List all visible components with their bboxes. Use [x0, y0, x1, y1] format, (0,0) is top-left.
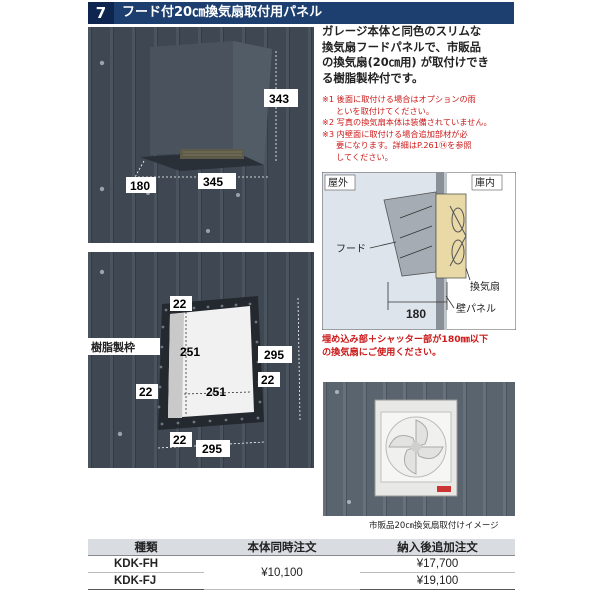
label-inside: 庫内: [475, 176, 495, 189]
note-3: ※3 内壁面に取付ける場合追加部材が必: [322, 128, 468, 139]
dim-top-margin: 22: [173, 297, 187, 311]
note-1: ※1 後面に取付ける場合はオプションの雨: [322, 94, 476, 104]
label-outside: 屋外: [328, 177, 348, 189]
dim-inner-height: 251: [180, 345, 200, 359]
description-line: 換気扇フードパネルで、市販品: [322, 39, 482, 54]
section-title: フード付20㎝換気扇取付用パネル: [122, 5, 323, 20]
price-table: 種類 本体同時注文 納入後追加注文 KDK-FH ¥10,100 ¥17,700…: [88, 539, 515, 590]
notes: ※1 後面に取付ける場合はオプションの雨 といを取付けてください。 ※2 写真の…: [322, 94, 522, 164]
frame-photo: 樹脂製枠 22 251 251 295 22 22 22 295: [88, 252, 314, 468]
dim-depth-180: 180: [130, 179, 150, 193]
dim-height-343: 343: [269, 92, 289, 106]
description-line: る樹脂製枠付です。: [322, 70, 424, 85]
fan-photo-illustration: 市販品20㎝換気扇取付けイメージ: [323, 382, 515, 532]
later-order-price: ¥19,100: [360, 572, 515, 590]
col-header-same-order: 本体同時注文: [204, 539, 360, 556]
product-description: ガレージ本体と同色のスリムな 換気扇フードパネルで、市販品 の換気扇(20㎝用)…: [322, 24, 518, 86]
table-header-row: 種類 本体同時注文 納入後追加注文: [88, 539, 515, 556]
dim-outer-height: 295: [264, 348, 284, 362]
fan-photo: 市販品20㎝換気扇取付けイメージ: [323, 382, 515, 532]
dim-outer-width: 295: [202, 442, 222, 456]
note-2: ※2 写真の換気扇本体は装備されていません。: [322, 117, 492, 128]
col-header-later-order: 納入後追加注文: [360, 539, 515, 556]
col-header-type: 種類: [88, 539, 204, 556]
section-number: 7: [88, 2, 114, 24]
diagram-note-line: 埋め込み部＋シャッター部が180㎜以下: [322, 334, 489, 345]
label-hood: フード: [336, 244, 366, 255]
description-line: の換気扇(20㎝用) が取付けでき: [322, 55, 489, 69]
table-row: KDK-FJ ¥19,100: [88, 572, 515, 590]
dim-width-345: 345: [203, 175, 223, 189]
note-1-cont: といを取付けてください。: [336, 105, 435, 116]
dim-right-margin: 22: [261, 373, 275, 387]
table-row: KDK-FH ¥10,100 ¥17,700: [88, 555, 515, 590]
model-cell: KDK-FJ: [88, 572, 204, 590]
note-3-cont2: してください。: [336, 151, 393, 162]
hood-photo-illustration: 343 345 180: [88, 27, 314, 243]
same-order-price: ¥10,100: [204, 555, 360, 590]
label-fan: 換気扇: [470, 280, 500, 293]
model-cell: KDK-FH: [88, 555, 204, 573]
hood-photo: 343 345 180: [88, 27, 314, 243]
section-diagram-svg: 180 屋外 庫内 フード 換気扇 壁パネル: [322, 172, 516, 330]
note-3-cont: 要になります。詳細はP.261⑭を参照: [336, 140, 472, 151]
label-wall-panel: 壁パネル: [456, 302, 496, 315]
dim-inner-width: 251: [206, 385, 226, 399]
frame-photo-illustration: 樹脂製枠 22 251 251 295 22 22 22 295: [88, 252, 314, 468]
later-order-price: ¥17,700: [360, 555, 515, 573]
fan-photo-caption: 市販品20㎝換気扇取付けイメージ: [369, 520, 499, 531]
section-header: 7 フード付20㎝換気扇取付用パネル: [88, 2, 514, 24]
diagram-dim-180: 180: [406, 307, 426, 321]
dim-left-margin: 22: [139, 385, 153, 399]
diagram-note: 埋め込み部＋シャッター部が180㎜以下 の換気扇にご使用ください。: [322, 334, 518, 359]
description-line: ガレージ本体と同色のスリムな: [322, 24, 482, 38]
diagram-note-line: の換気扇にご使用ください。: [322, 346, 442, 358]
resin-frame-label: 樹脂製枠: [91, 340, 135, 354]
dim-bottom-margin: 22: [173, 433, 187, 447]
section-diagram: 180 屋外 庫内 フード 換気扇 壁パネル: [322, 172, 516, 330]
